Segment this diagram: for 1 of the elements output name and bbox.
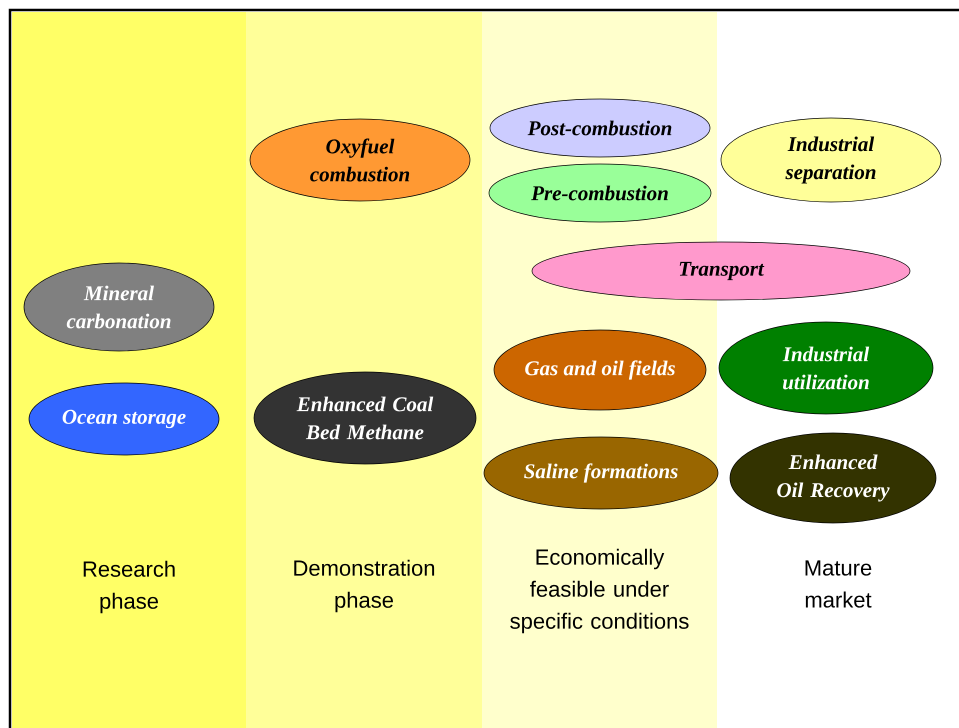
phase-label: Mature market	[806, 560, 872, 608]
